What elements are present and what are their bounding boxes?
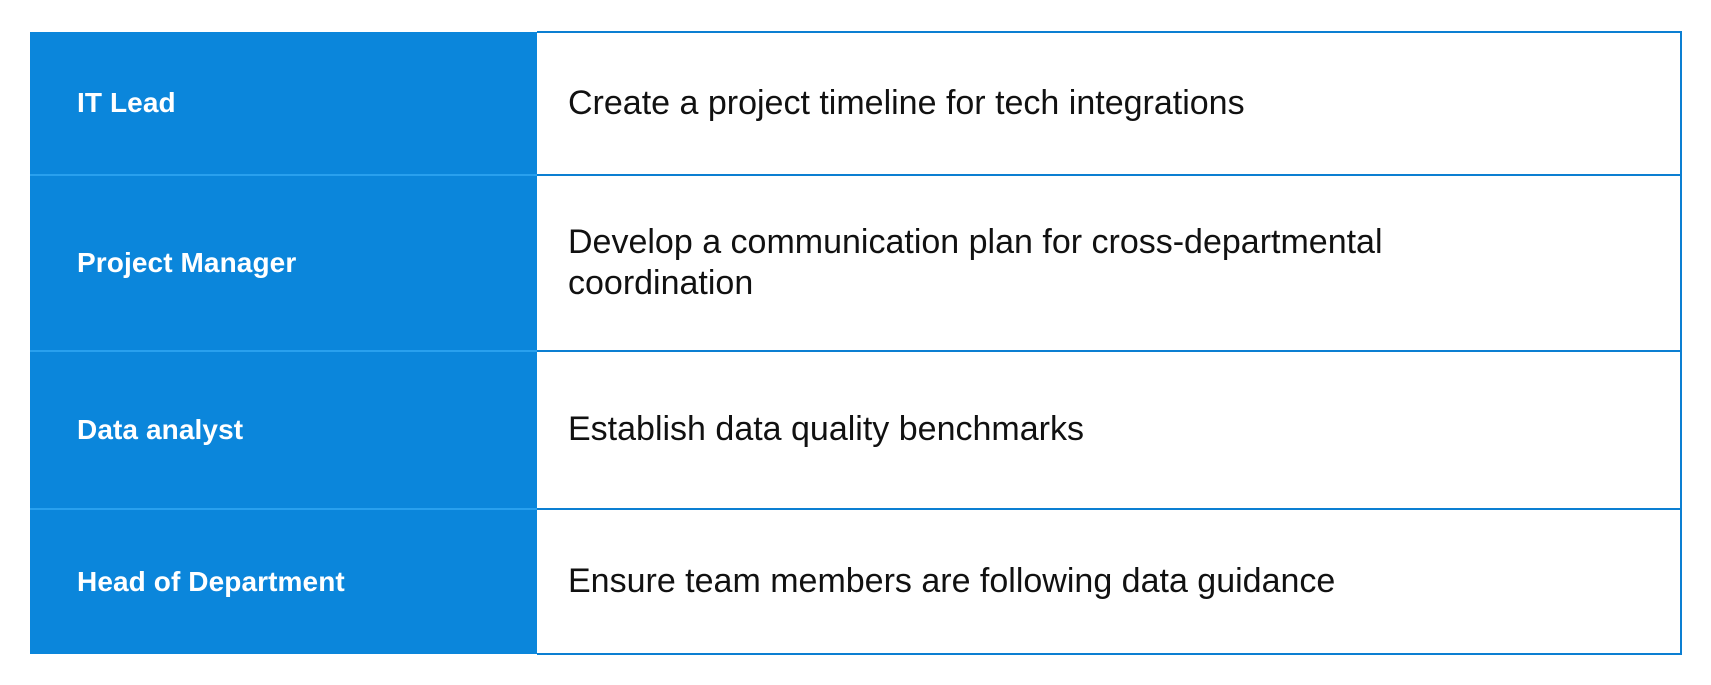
table-body: IT Lead Create a project timeline for te… xyxy=(30,31,1682,655)
table-row: Project Manager Develop a communication … xyxy=(30,175,1682,352)
task-text: Establish data quality benchmarks xyxy=(568,410,1084,449)
task-cell: Ensure team members are following data g… xyxy=(537,509,1682,655)
role-cell: Data analyst xyxy=(30,351,537,510)
roles-responsibilities-table: IT Lead Create a project timeline for te… xyxy=(30,31,1682,655)
table-row: IT Lead Create a project timeline for te… xyxy=(30,31,1682,176)
task-text: Develop a communication plan for cross-d… xyxy=(568,222,1383,302)
task-text: Create a project timeline for tech integ… xyxy=(568,83,1245,122)
table-row: Data analyst Establish data quality benc… xyxy=(30,351,1682,510)
task-text: Ensure team members are following data g… xyxy=(568,561,1336,600)
role-cell: Project Manager xyxy=(30,175,537,352)
role-cell: Head of Department xyxy=(30,509,537,654)
task-cell: Establish data quality benchmarks xyxy=(537,351,1682,510)
table-row: Head of Department Ensure team members a… xyxy=(30,509,1682,655)
task-cell: Develop a communication plan for cross-d… xyxy=(537,175,1682,352)
role-cell: IT Lead xyxy=(30,32,537,176)
task-cell: Create a project timeline for tech integ… xyxy=(537,31,1682,176)
